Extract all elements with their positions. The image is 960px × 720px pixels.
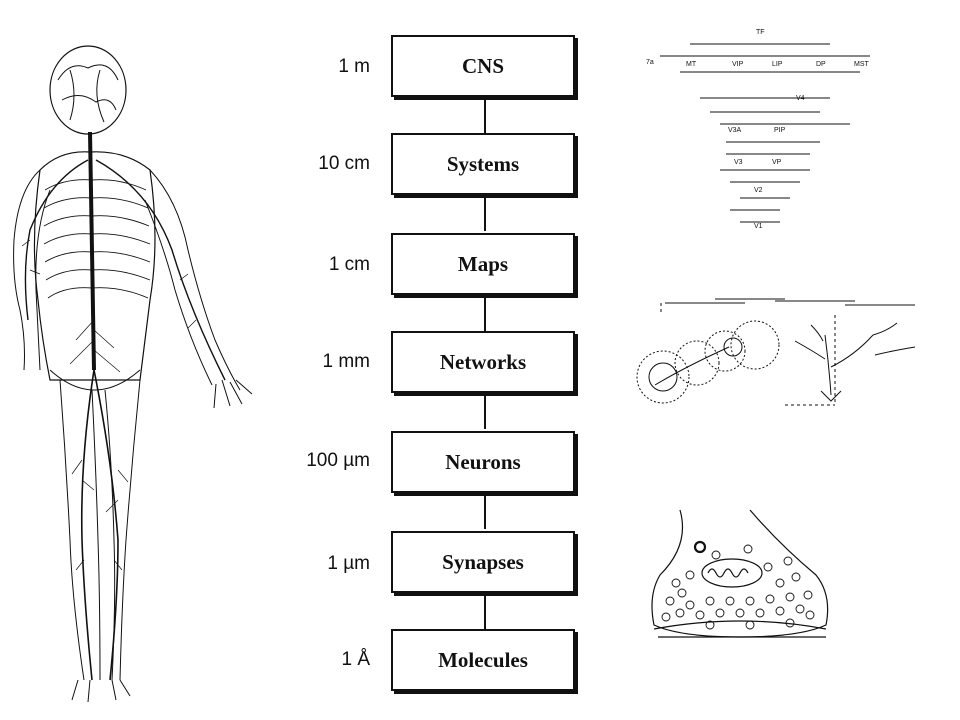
level-box-cns: CNS: [391, 35, 575, 97]
area-label: V3A: [728, 127, 742, 134]
area-label: MST: [854, 61, 870, 68]
area-label: LIP: [772, 61, 783, 68]
level-box-maps: Maps: [391, 233, 575, 295]
level-box-systems: Systems: [391, 133, 575, 195]
connector: [484, 197, 486, 231]
scale-label-neurons: 100 µm: [306, 450, 370, 471]
area-label: V3: [734, 159, 743, 166]
connector: [484, 297, 486, 331]
area-label: V4: [796, 95, 805, 102]
level-box-networks: Networks: [391, 331, 575, 393]
visual-hierarchy-diagram: 7a TF MT VIP LIP DP MST V4 V3A PIP V3 VP…: [646, 29, 870, 230]
area-label: DP: [816, 61, 826, 68]
connector: [484, 595, 486, 629]
area-label: VIP: [732, 61, 744, 68]
scale-label-systems: 10 cm: [318, 153, 370, 174]
scale-label-molecules: 1 Å: [341, 649, 370, 670]
area-label: V1: [754, 223, 763, 230]
area-label: V2: [754, 187, 763, 194]
level-box-neurons: Neurons: [391, 431, 575, 493]
connector: [484, 395, 486, 429]
level-box-synapses: Synapses: [391, 531, 575, 593]
level-box-molecules: Molecules: [391, 629, 575, 691]
area-label: VP: [772, 159, 782, 166]
area-label: MT: [686, 61, 697, 68]
synapse-illustration: [651, 509, 829, 638]
human-nervous-system-illustration: [13, 45, 253, 703]
connector: [484, 99, 486, 133]
scale-label-networks: 1 mm: [322, 351, 371, 372]
connector: [484, 495, 486, 529]
scale-label-maps: 1 cm: [328, 254, 370, 275]
scale-label-synapses: 1 µm: [327, 553, 370, 574]
scale-label-cns: 1 m: [338, 56, 370, 77]
area-label: 7a: [646, 59, 654, 66]
area-label: TF: [756, 29, 765, 36]
neural-network-diagram: [636, 298, 916, 406]
area-label: PIP: [774, 127, 786, 134]
